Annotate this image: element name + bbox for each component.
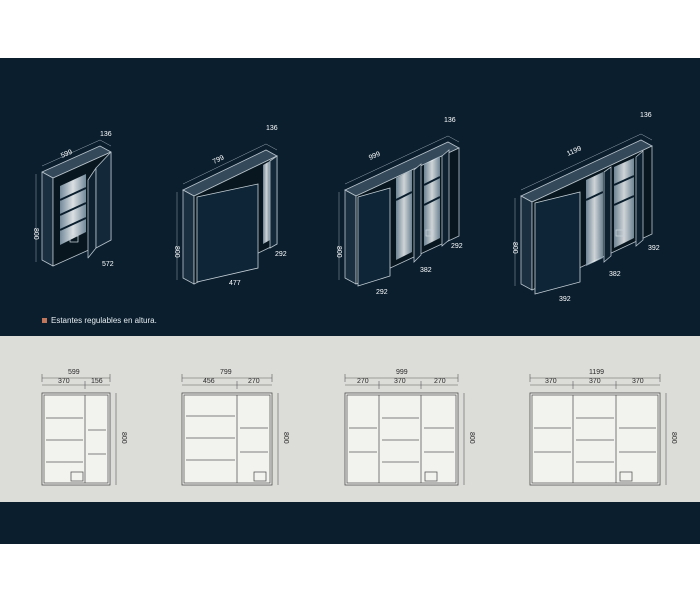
p2-door-b-label: 477 xyxy=(229,280,241,287)
p1-depth-label: 136 xyxy=(100,131,112,138)
p2-width-label: 799 xyxy=(212,154,226,165)
p3-door-c-label: 292 xyxy=(376,289,388,296)
f2-height-label: 800 xyxy=(282,432,289,444)
f2-seg2-label: 270 xyxy=(248,378,260,385)
front-cabinet-1199 xyxy=(529,374,667,486)
f4-seg2-label: 370 xyxy=(589,378,601,385)
f1-height-label: 800 xyxy=(120,432,127,444)
f1-seg2-label: 156 xyxy=(91,378,103,385)
legend: Estantes regulables en altura. xyxy=(42,316,157,325)
p3-door-a-label: 292 xyxy=(451,243,463,250)
f3-height-label: 800 xyxy=(468,432,475,444)
front-cabinet-599 xyxy=(41,374,117,486)
f3-seg3-label: 270 xyxy=(434,378,446,385)
p3-height-label: 800 xyxy=(335,246,342,258)
front-cabinet-999 xyxy=(344,374,465,486)
front-cabinet-799 xyxy=(181,374,279,486)
perspective-cabinet-799 xyxy=(176,143,278,285)
f2-seg1-label: 456 xyxy=(203,378,215,385)
f1-seg1-label: 370 xyxy=(58,378,70,385)
f4-height-label: 800 xyxy=(670,432,677,444)
p3-door-b-label: 382 xyxy=(420,267,432,274)
p3-depth-label: 136 xyxy=(444,117,456,124)
f3-seg1-label: 270 xyxy=(357,378,369,385)
perspective-cabinet-599 xyxy=(35,139,112,267)
p3-width-label: 999 xyxy=(368,151,382,162)
p1-width-label: 599 xyxy=(60,149,74,160)
p4-height-label: 800 xyxy=(511,242,518,254)
p4-width-label: 1199 xyxy=(566,145,583,158)
dark-bottom-band xyxy=(0,502,700,544)
f4-seg1-label: 370 xyxy=(545,378,557,385)
p1-height-label: 800 xyxy=(32,228,39,240)
f2-total-label: 799 xyxy=(220,369,232,376)
f4-seg3-label: 370 xyxy=(632,378,644,385)
p1-door-label: 572 xyxy=(102,261,114,268)
f3-seg2-label: 370 xyxy=(394,378,406,385)
p4-door-b-label: 382 xyxy=(609,271,621,278)
p4-depth-label: 136 xyxy=(640,112,652,119)
f1-total-label: 599 xyxy=(68,369,80,376)
perspective-cabinet-999 xyxy=(338,135,460,287)
p4-door-c-label: 392 xyxy=(559,296,571,303)
p4-door-a-label: 392 xyxy=(648,245,660,252)
f3-total-label: 999 xyxy=(396,369,408,376)
legend-text: Estantes regulables en altura. xyxy=(51,316,157,325)
p2-depth-label: 136 xyxy=(266,125,278,132)
perspective-cabinet-1199 xyxy=(514,133,653,295)
p2-height-label: 800 xyxy=(173,246,180,258)
legend-swatch xyxy=(42,318,47,323)
p2-door-a-label: 292 xyxy=(275,251,287,258)
f4-total-label: 1199 xyxy=(589,369,604,376)
